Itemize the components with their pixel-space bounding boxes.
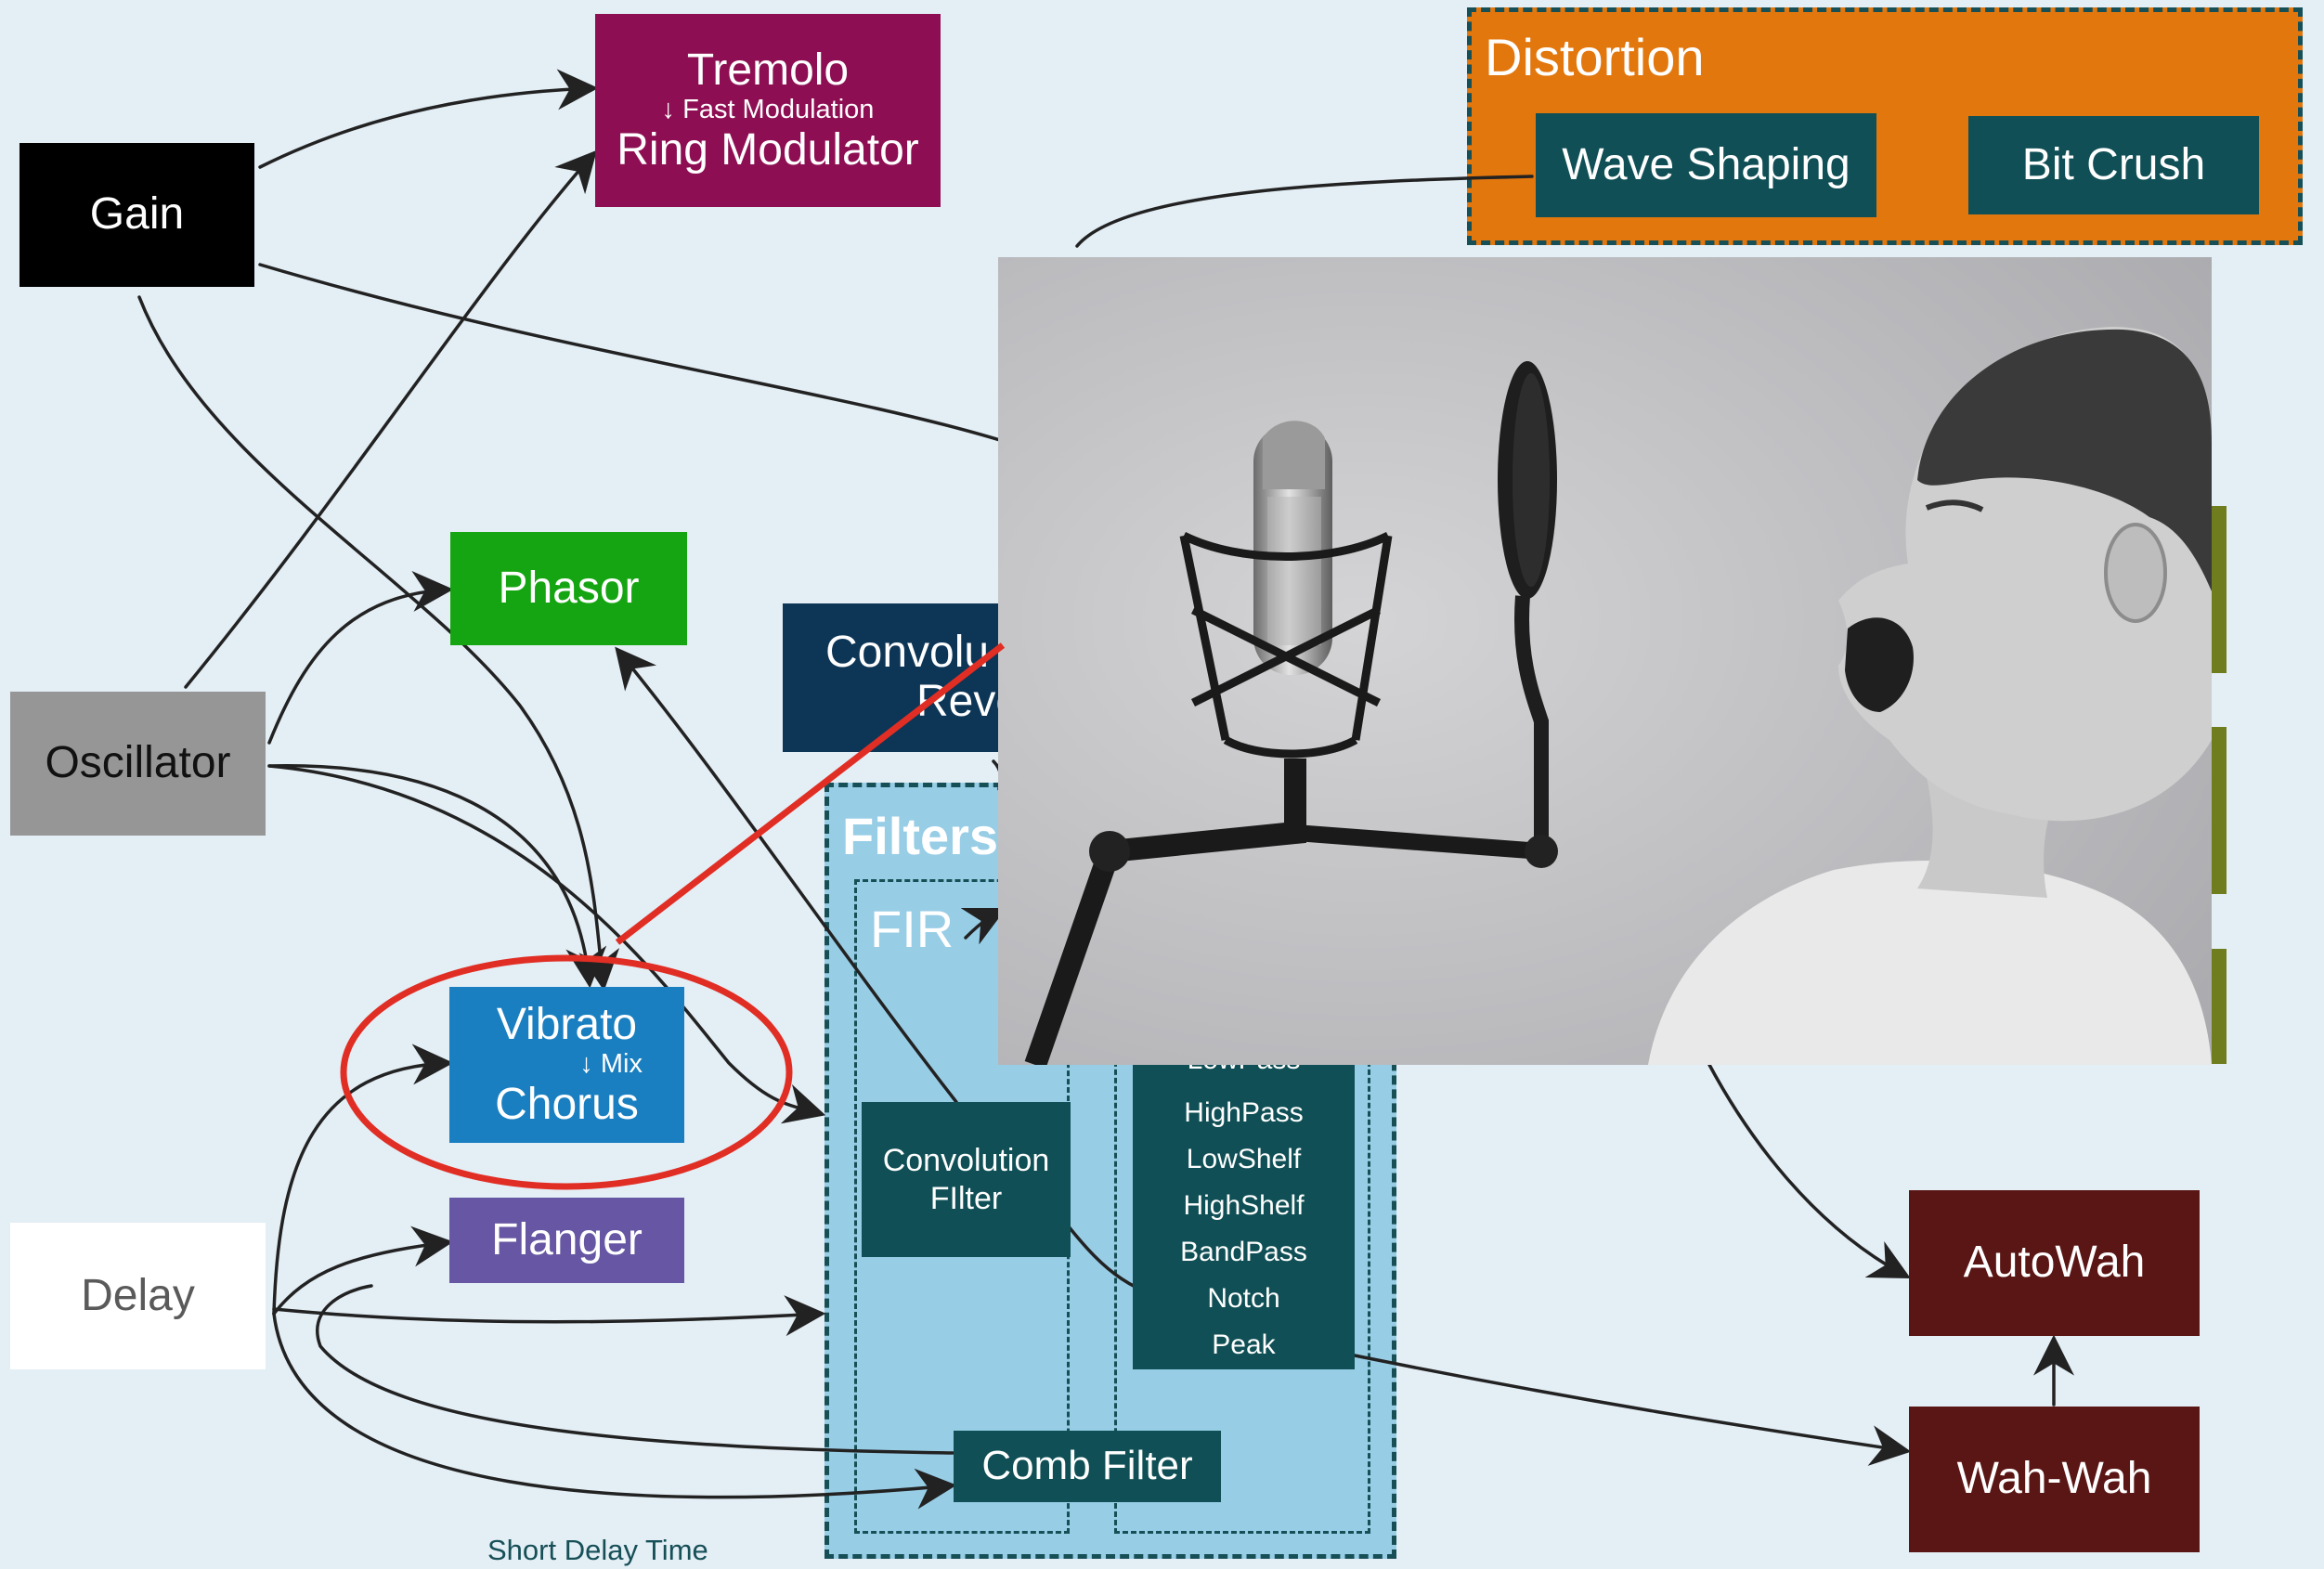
tremolo-note: ↓ Fast Modulation: [661, 95, 875, 125]
arrow-wave-shaping-in: [1075, 175, 1534, 248]
arrow-gain-tremolo: [258, 69, 599, 169]
ring-modulator-label: Ring Modulator: [617, 124, 919, 175]
phasor-label: Phasor: [498, 563, 640, 613]
filter-type-bandpass[interactable]: BandPass: [1180, 1237, 1307, 1267]
hidden-node-edge: [2212, 727, 2227, 894]
wave-shaping-node[interactable]: Wave Shaping: [1536, 113, 1876, 217]
mouth: [1845, 617, 1914, 712]
convolution-filter-label-1: Convolution: [882, 1142, 1050, 1178]
short-delay-time-label: Short Delay Time: [487, 1534, 708, 1566]
flanger-label: Flanger: [491, 1214, 643, 1264]
arrow-osc-vibrato: [267, 764, 607, 989]
wahwah-label: Wah-Wah: [1956, 1454, 2152, 1504]
vibrato-label: Vibrato: [496, 999, 638, 1049]
filter-type-lowshelf[interactable]: LowShelf: [1186, 1144, 1302, 1174]
bit-crush-node[interactable]: Bit Crush: [1968, 116, 2259, 214]
flanger-node[interactable]: Flanger: [449, 1198, 684, 1283]
arrow-peak-wahwah: [1307, 1344, 1912, 1466]
oscillator-node[interactable]: Oscillator: [10, 692, 266, 836]
distortion-label: Distortion: [1485, 28, 1705, 86]
comb-filter-label: Comb Filter: [981, 1443, 1193, 1489]
gain-label: Gain: [89, 189, 185, 240]
chorus-label: Chorus: [495, 1079, 639, 1129]
boy-shouting-photo: [998, 257, 2212, 1065]
vibrato-chorus-node[interactable]: Vibrato ↓ Mix Chorus: [449, 987, 684, 1143]
shock-mount: [1179, 531, 1393, 759]
convolution-filter-node[interactable]: Convolution FIlter: [862, 1102, 1071, 1257]
arrow-delay-vibrato: [272, 1044, 454, 1316]
arrow-delay-filters: [272, 1295, 826, 1337]
shirt: [1648, 861, 2212, 1065]
tremolo-label: Tremolo: [686, 45, 850, 95]
hidden-node-edge: [2212, 949, 2227, 1064]
delay-node[interactable]: Delay: [10, 1223, 266, 1369]
fir-label: FIR: [870, 900, 954, 958]
oscillator-label: Oscillator: [45, 738, 231, 788]
vibrato-note: ↓ Mix: [579, 1049, 643, 1080]
autowah-node[interactable]: AutoWah: [1909, 1190, 2200, 1336]
arrow-gain-right: [258, 263, 1005, 443]
delay-label: Delay: [81, 1270, 195, 1320]
filter-type-highpass[interactable]: HighPass: [1184, 1097, 1304, 1128]
mic-stand: [1024, 759, 1306, 1065]
filter-type-highshelf[interactable]: HighShelf: [1183, 1190, 1305, 1221]
comb-filter-node[interactable]: Comb Filter: [954, 1431, 1221, 1502]
wahwah-node[interactable]: Wah-Wah: [1909, 1407, 2200, 1552]
filters-label: Filters: [842, 807, 999, 865]
iir-filter-list: LowPass HighPass LowShelf HighShelf Band…: [1133, 1038, 1355, 1369]
filter-type-notch[interactable]: Notch: [1207, 1283, 1280, 1314]
bit-crush-label: Bit Crush: [2021, 139, 2206, 189]
hair: [1917, 329, 2212, 591]
arrow-delay-flanger: [272, 1225, 454, 1316]
wave-shaping-label: Wave Shaping: [1562, 139, 1850, 189]
convolution-reverb-label-1: Convolu: [825, 628, 990, 678]
photo-inset: [998, 257, 2212, 1065]
hidden-node-edge: [2212, 506, 2227, 673]
autowah-label: AutoWah: [1963, 1238, 2146, 1288]
tremolo-ring-modulator-node[interactable]: Tremolo ↓ Fast Modulation Ring Modulator: [595, 14, 941, 207]
convolution-filter-label-2: FIlter: [929, 1180, 1003, 1216]
filter-type-peak[interactable]: Peak: [1212, 1329, 1276, 1360]
phasor-node[interactable]: Phasor: [450, 532, 687, 645]
gain-node[interactable]: Gain: [19, 143, 254, 287]
arrow-osc-phasor: [267, 570, 454, 745]
arrow-to-autowah: [1707, 1061, 1911, 1279]
